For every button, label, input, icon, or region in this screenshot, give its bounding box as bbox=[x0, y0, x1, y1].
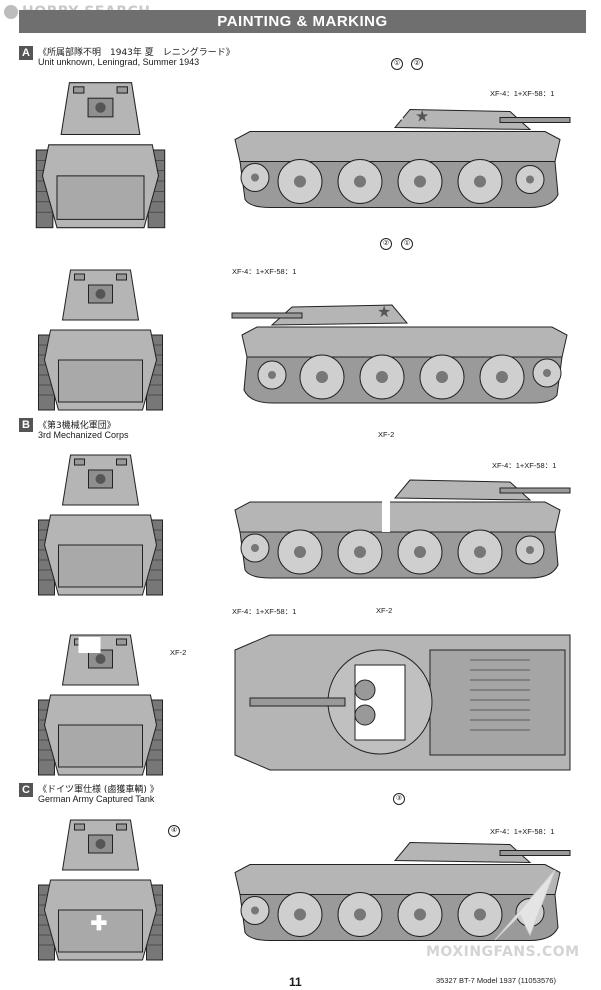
red-star-marking-left: ★ bbox=[415, 109, 429, 126]
paint-label-xf4-xf58-a2: XF-4：1+XF-58：1 bbox=[232, 267, 297, 276]
section-c-badge: C bbox=[19, 783, 33, 797]
paint-label-xf4-xf58-b1: XF-4：1+XF-58：1 bbox=[492, 461, 557, 470]
paint-label-xf2-b-top: XF-2 bbox=[376, 606, 393, 615]
white-stripe-side bbox=[382, 480, 390, 532]
turret-number-722-right: 722 bbox=[402, 302, 426, 318]
callout-2-a-top: ② bbox=[411, 58, 423, 70]
section-b-top-view bbox=[234, 634, 571, 771]
german-cross-front: ✚ bbox=[91, 913, 108, 935]
section-b-rear-view bbox=[38, 634, 163, 776]
white-turret-roof-panel bbox=[354, 664, 406, 741]
section-b-en-title: 3rd Mechanized Corps bbox=[38, 430, 129, 440]
paint-label-xf4-xf58-b-top: XF-4：1+XF-58：1 bbox=[232, 607, 297, 616]
product-code: 35327 BT-7 Model 1937 (11053576) bbox=[436, 976, 556, 985]
section-a-badge: A bbox=[19, 46, 33, 60]
section-b-front-view bbox=[38, 454, 163, 596]
red-star-marking-right: ★ bbox=[377, 304, 391, 321]
callout-4-c: ④ bbox=[168, 825, 180, 837]
section-a-jp-title: 《所属部隊不明 1943年 夏 レニングラード》 bbox=[38, 48, 235, 58]
page-number: 11 bbox=[289, 975, 302, 989]
paper-plane-watermark-icon bbox=[494, 869, 556, 941]
section-a-en-title: Unit unknown, Leningrad, Summer 1943 bbox=[38, 57, 200, 67]
callout-3-c: ③ bbox=[393, 793, 405, 805]
section-b-jp-title: 《第3機械化軍団》 bbox=[38, 421, 116, 431]
section-a-left-side-view: 722 ★ bbox=[234, 107, 571, 208]
paint-label-xf4-xf58-a1: XF-4：1+XF-58：1 bbox=[490, 89, 555, 98]
section-c-front-view: ✚ bbox=[38, 819, 163, 961]
hobby-search-logo-icon bbox=[4, 5, 18, 19]
callout-2-a-bottom: ② bbox=[380, 238, 392, 250]
section-b-badge: B bbox=[19, 418, 33, 432]
page-title: PAINTING & MARKING bbox=[217, 13, 388, 30]
section-a-rear-view bbox=[38, 269, 163, 411]
white-panel-rear bbox=[78, 637, 101, 653]
german-cross-side: ✚ bbox=[382, 844, 399, 866]
paint-label-xf2-b-side: XF-2 bbox=[378, 430, 395, 439]
section-c-jp-title: 《ドイツ軍仕様 (鹵獲車輌) 》 bbox=[38, 785, 159, 795]
turret-number-722-left: 722 bbox=[380, 107, 404, 123]
section-a-right-side-view: 722 ★ bbox=[231, 302, 568, 404]
moxingfans-watermark: MOXINGFANS.COM bbox=[426, 944, 580, 960]
paint-label-xf2-b-rear: XF-2 bbox=[170, 648, 187, 657]
page-title-bar: PAINTING & MARKING bbox=[19, 10, 586, 33]
paint-label-xf4-xf58-c: XF-4：1+XF-58：1 bbox=[490, 827, 555, 836]
callout-1-a-top: ① bbox=[391, 58, 403, 70]
callout-1-a-bottom: ① bbox=[401, 238, 413, 250]
section-c-en-title: German Army Captured Tank bbox=[38, 794, 155, 804]
section-c-side-view: ✚ bbox=[234, 842, 571, 941]
section-a-front-view-1 bbox=[35, 82, 166, 229]
section-b-side-view bbox=[234, 479, 571, 579]
